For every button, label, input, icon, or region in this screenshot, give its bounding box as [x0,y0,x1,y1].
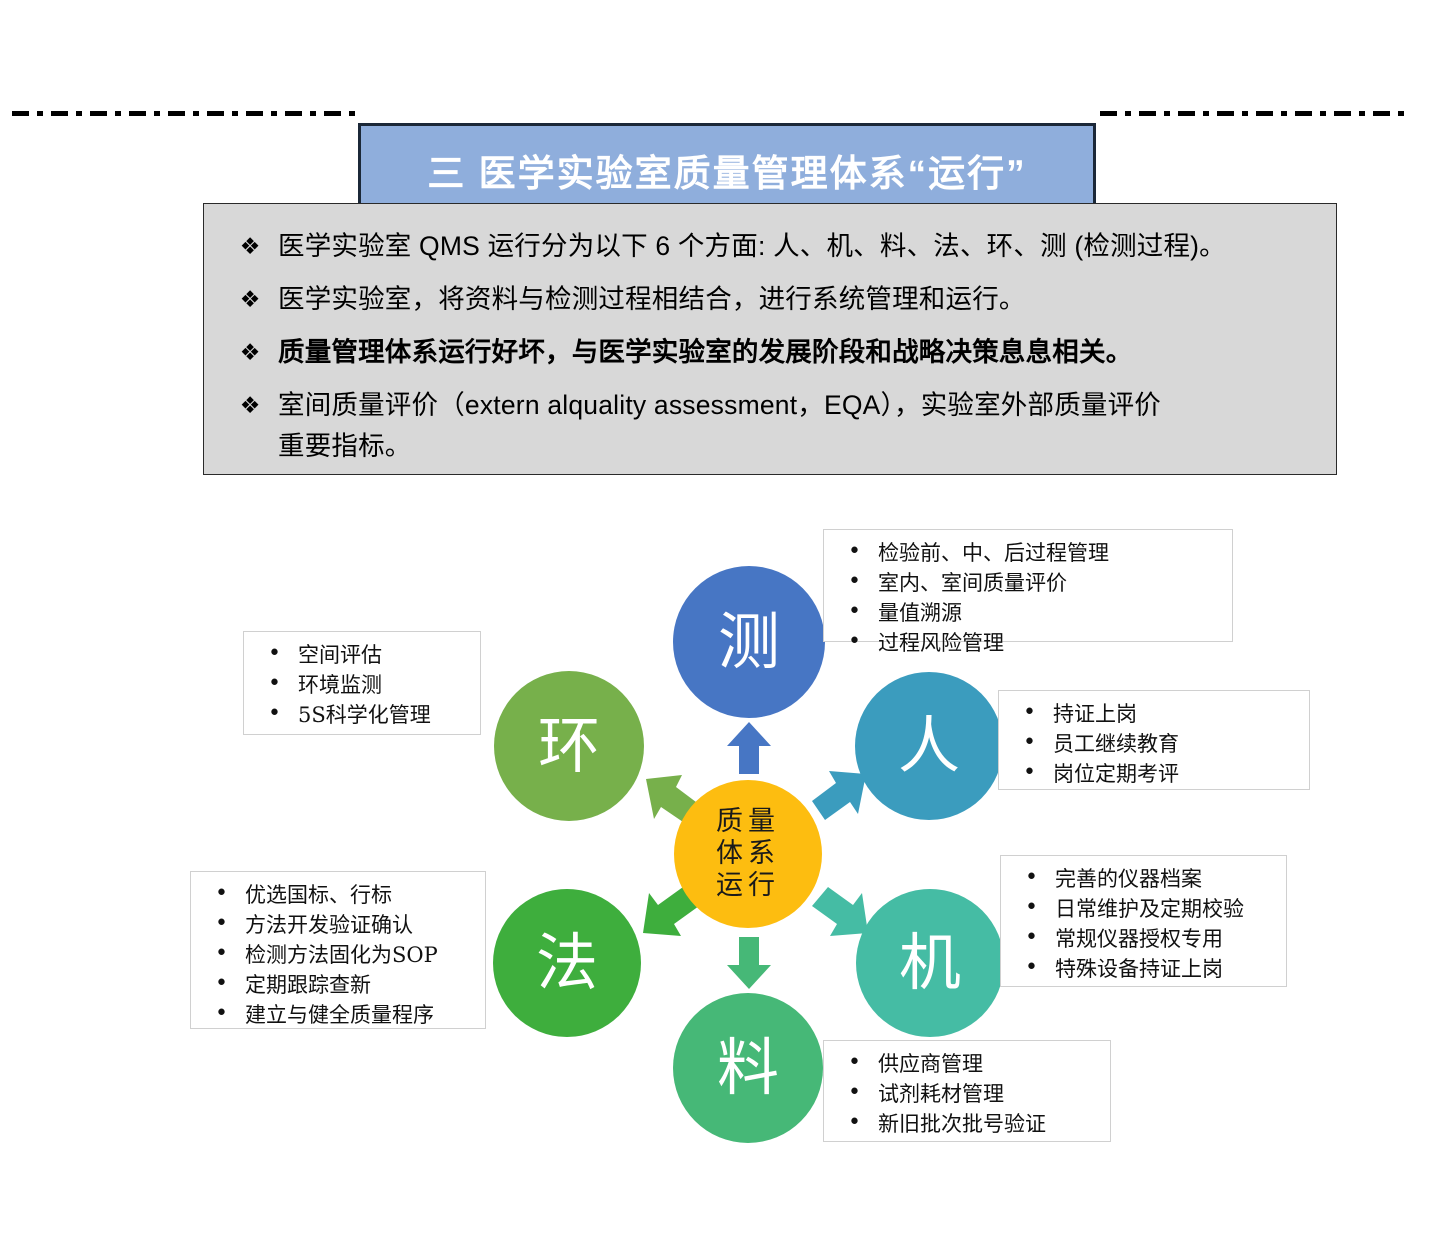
list-item: 员工继续教育 [1009,728,1295,759]
bullet-item: ❖ 医学实验室 QMS 运行分为以下 6 个方面: 人、机、料、法、环、测 (检… [222,226,1308,267]
list-item: 定期跟踪查新 [201,969,471,1000]
list-item: 试剂耗材管理 [834,1078,1096,1109]
list-item: 持证上岗 [1009,698,1295,729]
center-label: 质量体系运行 [716,806,780,901]
callout-ji: 完善的仪器档案 日常维护及定期校验 常规仪器授权专用 特殊设备持证上岗 [1000,855,1287,987]
bullet-item: ❖ 室间质量评价（extern alquality assessment，EQA… [222,385,1308,467]
callout-huan: 空间评估 环境监测 5S科学化管理 [243,631,481,735]
bullet-text: 医学实验室，将资料与检测过程相结合，进行系统管理和运行。 [278,284,1026,314]
bullet-item: ❖ 医学实验室，将资料与检测过程相结合，进行系统管理和运行。 [222,279,1308,320]
bullet-text: 室间质量评价（extern alquality assessment，EQA），… [278,390,1162,461]
list-item: 空间评估 [254,639,466,670]
list-item: 量值溯源 [834,597,1218,628]
node-circle-fa[interactable]: 法 [493,889,641,1037]
list-item: 常规仪器授权专用 [1011,923,1272,954]
node-circle-ji[interactable]: 机 [856,889,1004,1037]
callout-list-fa: 优选国标、行标 方法开发验证确认 检测方法固化为SOP 定期跟踪查新 建立与健全… [201,879,471,1030]
header-band: 三 医学实验室质量管理体系“运行” [0,60,1435,217]
arrow-downleft-to-fa [643,883,699,937]
node-circle-ce[interactable]: 测 [673,566,825,718]
node-circle-liao[interactable]: 料 [673,993,823,1143]
bullet-item: ❖ 质量管理体系运行好坏，与医学实验室的发展阶段和战略决策息息相关。 [222,332,1308,373]
list-item: 检验前、中、后过程管理 [834,537,1218,568]
list-item: 建立与健全质量程序 [201,999,471,1030]
callout-ren: 持证上岗 员工继续教育 岗位定期考评 [998,690,1310,790]
list-item: 环境监测 [254,669,466,700]
node-circle-ren[interactable]: 人 [855,672,1003,820]
list-item: 供应商管理 [834,1048,1096,1079]
list-item: 室内、室间质量评价 [834,567,1218,598]
decorative-dash-line-left [12,111,360,116]
callout-list-liao: 供应商管理 试剂耗材管理 新旧批次批号验证 [834,1048,1096,1139]
node-label-fa: 法 [535,926,598,999]
callout-list-huan: 空间评估 环境监测 5S科学化管理 [254,639,466,730]
callout-fa: 优选国标、行标 方法开发验证确认 检测方法固化为SOP 定期跟踪查新 建立与健全… [190,871,486,1029]
arrow-up-to-ce [727,722,771,774]
decorative-dash-line-right [1100,111,1412,116]
callout-ce: 检验前、中、后过程管理 室内、室间质量评价 量值溯源 过程风险管理 [823,529,1233,657]
arrow-down-to-liao [727,937,771,989]
diamond-bullet-icon: ❖ [239,392,261,418]
bullet-text: 医学实验室 QMS 运行分为以下 6 个方面: 人、机、料、法、环、测 (检测过… [278,231,1226,261]
list-item: 5S科学化管理 [254,699,466,730]
node-label-ji: 机 [898,926,961,999]
list-item: 检测方法固化为SOP [201,939,471,970]
list-item: 新旧批次批号验证 [834,1108,1096,1139]
node-label-huan: 环 [537,709,600,782]
node-label-liao: 料 [716,1031,779,1104]
list-item: 过程风险管理 [834,627,1218,658]
list-item: 完善的仪器档案 [1011,863,1272,894]
callout-list-ce: 检验前、中、后过程管理 室内、室间质量评价 量值溯源 过程风险管理 [834,537,1218,658]
node-circle-huan[interactable]: 环 [494,671,644,821]
arrow-upright-to-ren [812,770,866,824]
page-title: 三 医学实验室质量管理体系“运行” [427,153,1027,194]
callout-list-ren: 持证上岗 员工继续教育 岗位定期考评 [1009,698,1295,789]
node-label-ren: 人 [897,709,960,782]
list-item: 特殊设备持证上岗 [1011,953,1272,984]
bullet-text-emphasis: 质量管理体系运行好坏，与医学实验室的发展阶段和战略决策息息相关。 [278,337,1133,367]
summary-bullet-box: ❖ 医学实验室 QMS 运行分为以下 6 个方面: 人、机、料、法、环、测 (检… [203,203,1337,475]
list-item: 岗位定期考评 [1009,758,1295,789]
node-label-ce: 测 [717,605,780,678]
diamond-bullet-icon: ❖ [239,286,261,312]
list-item: 优选国标、行标 [201,879,471,910]
node-circle-center[interactable]: 质量体系运行 [674,780,822,928]
arrow-downright-to-ji [812,883,868,937]
diamond-bullet-icon: ❖ [239,233,261,259]
page-title-banner: 三 医学实验室质量管理体系“运行” [358,123,1096,217]
callout-liao: 供应商管理 试剂耗材管理 新旧批次批号验证 [823,1040,1111,1142]
list-item: 日常维护及定期校验 [1011,893,1272,924]
list-item: 方法开发验证确认 [201,909,471,940]
diamond-bullet-icon: ❖ [239,339,261,365]
callout-list-ji: 完善的仪器档案 日常维护及定期校验 常规仪器授权专用 特殊设备持证上岗 [1011,863,1272,984]
